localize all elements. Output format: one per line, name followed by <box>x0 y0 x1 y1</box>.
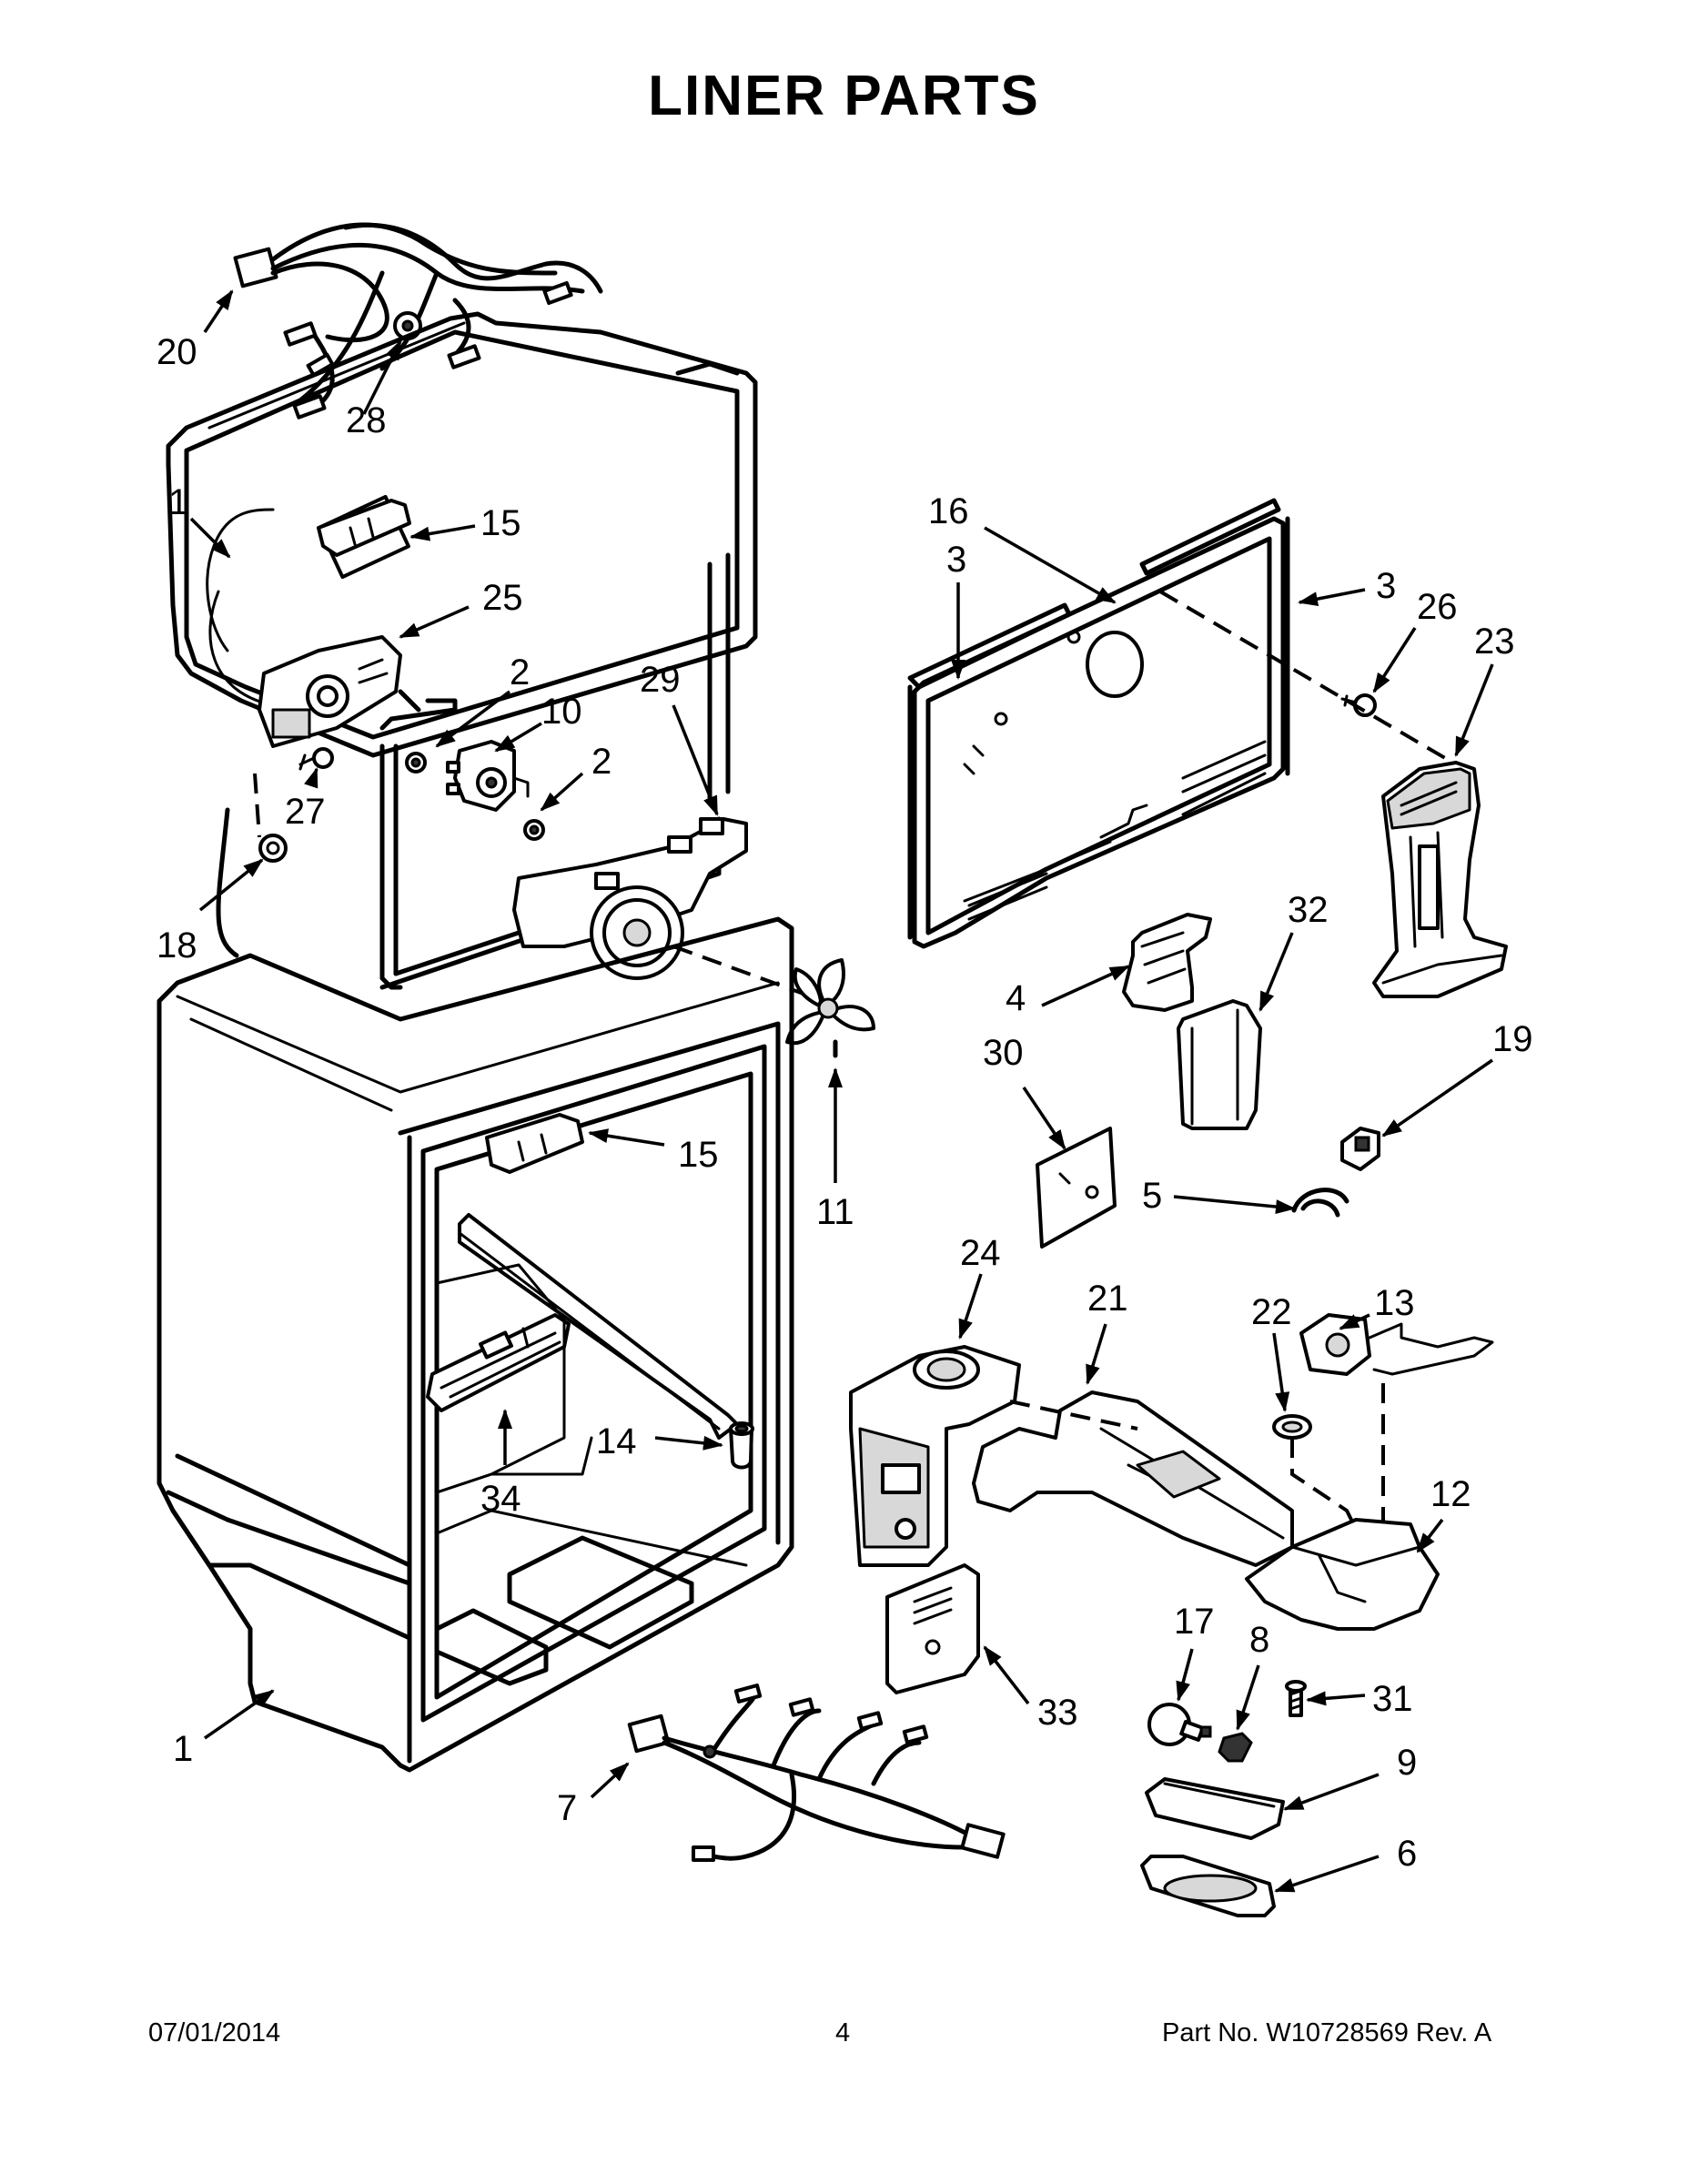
grommet-part-2-left <box>405 752 427 774</box>
fan-housing-part-25 <box>258 635 402 748</box>
bracket-part-30 <box>1036 1127 1117 1249</box>
callout-5: 5 <box>1142 1176 1162 1216</box>
light-lens-part-9 <box>1145 1777 1285 1840</box>
evaporator-cover-part-16 <box>912 516 1286 949</box>
callout-16: 16 <box>928 491 969 531</box>
callout-labels: 20 28 1 15 25 2 10 2 29 27 18 15 11 34 1… <box>157 332 1533 1874</box>
callout-12: 12 <box>1430 1474 1471 1514</box>
callout-34: 34 <box>480 1479 521 1519</box>
air-tower-part-23 <box>1372 761 1508 998</box>
callout-32: 32 <box>1288 890 1329 930</box>
light-shield-part-15-upper <box>317 499 411 557</box>
footer-date: 07/01/2014 <box>148 2018 281 2048</box>
callout-2-lower: 2 <box>591 742 612 782</box>
fan-motor-part-10 <box>446 740 530 812</box>
thermostat-part-13 <box>1299 1313 1494 1376</box>
wire-harness-part-20 <box>233 222 603 420</box>
footer-page-number: 4 <box>835 2018 851 2048</box>
screw-part-31 <box>1285 1680 1307 1717</box>
baffle-part-4 <box>1122 913 1212 1012</box>
callout-4: 4 <box>1006 978 1026 1018</box>
callout-3-left: 3 <box>946 540 966 580</box>
screw-part-27 <box>298 747 334 771</box>
fan-blade-part-11 <box>672 945 875 1058</box>
grommet-part-18 <box>253 773 288 863</box>
screw-part-26 <box>1340 693 1377 717</box>
light-bulb-part-17 <box>1147 1703 1212 1746</box>
socket-part-8 <box>1218 1732 1253 1763</box>
wire-harness-part-7 <box>627 1684 1006 1862</box>
callout-28: 28 <box>346 400 387 440</box>
assembly-line-26 <box>1158 590 1458 766</box>
leader-lines <box>189 289 1494 1893</box>
callout-17: 17 <box>1174 1602 1215 1642</box>
housing-part-12 <box>1245 1518 1440 1631</box>
callout-30: 30 <box>983 1033 1024 1073</box>
bulb-part-14 <box>729 1421 754 1470</box>
light-assembly-part-34 <box>426 1313 571 1412</box>
callout-15-lower: 15 <box>678 1135 719 1175</box>
callout-10: 10 <box>541 692 582 732</box>
assembly-line-13 <box>1290 1383 1385 1548</box>
callout-11: 11 <box>816 1192 854 1232</box>
callout-3-right: 3 <box>1376 566 1396 606</box>
page-title: LINER PARTS <box>648 65 1040 127</box>
callout-33: 33 <box>1037 1693 1078 1733</box>
callout-15-upper: 15 <box>480 503 521 543</box>
callout-8: 8 <box>1249 1620 1269 1660</box>
callout-19: 19 <box>1492 1019 1533 1059</box>
callout-26: 26 <box>1417 587 1458 627</box>
callout-1-lower: 1 <box>173 1729 193 1769</box>
gasket-strip-part-3-right <box>1139 498 1290 776</box>
assembly-line-24 <box>1009 1400 1138 1431</box>
callout-9: 9 <box>1397 1743 1417 1783</box>
callout-31: 31 <box>1372 1679 1413 1719</box>
cover-part-32 <box>1177 999 1262 1130</box>
fan-shroud-part-29 <box>512 817 748 980</box>
grommet-part-2-right <box>523 819 545 841</box>
callout-27: 27 <box>285 792 326 832</box>
callout-29: 29 <box>640 660 681 700</box>
ice-chute-part-24 <box>849 1345 1021 1567</box>
callout-14: 14 <box>596 1421 637 1461</box>
callout-24: 24 <box>960 1233 1001 1273</box>
callout-1-upper: 1 <box>168 482 188 522</box>
callout-6: 6 <box>1397 1834 1417 1874</box>
callout-21: 21 <box>1087 1279 1128 1319</box>
callout-20: 20 <box>157 332 197 372</box>
ice-tray-part-21 <box>972 1390 1294 1567</box>
callout-25: 25 <box>482 578 523 618</box>
callout-23: 23 <box>1474 622 1515 662</box>
grommet-part-22 <box>1272 1414 1312 1440</box>
callout-22: 22 <box>1251 1292 1292 1332</box>
footer-part-number: Part No. W10728569 Rev. A <box>1162 2018 1492 2048</box>
light-shield-part-15-lower <box>485 1113 584 1174</box>
clip-part-5 <box>1291 1188 1349 1218</box>
callout-13: 13 <box>1374 1283 1415 1323</box>
switch-part-19 <box>1340 1127 1380 1171</box>
tray-part-6 <box>1140 1855 1276 1917</box>
fresh-food-liner-part-1 <box>157 916 794 1773</box>
gasket-strip-part-3-left <box>907 602 1072 940</box>
callout-18: 18 <box>157 925 197 966</box>
cover-part-33 <box>885 1563 980 1694</box>
callout-2-upper: 2 <box>510 652 530 693</box>
liner-inner-detail <box>434 1263 748 1686</box>
shelf-rail <box>458 1213 739 1440</box>
callout-7: 7 <box>557 1788 577 1828</box>
